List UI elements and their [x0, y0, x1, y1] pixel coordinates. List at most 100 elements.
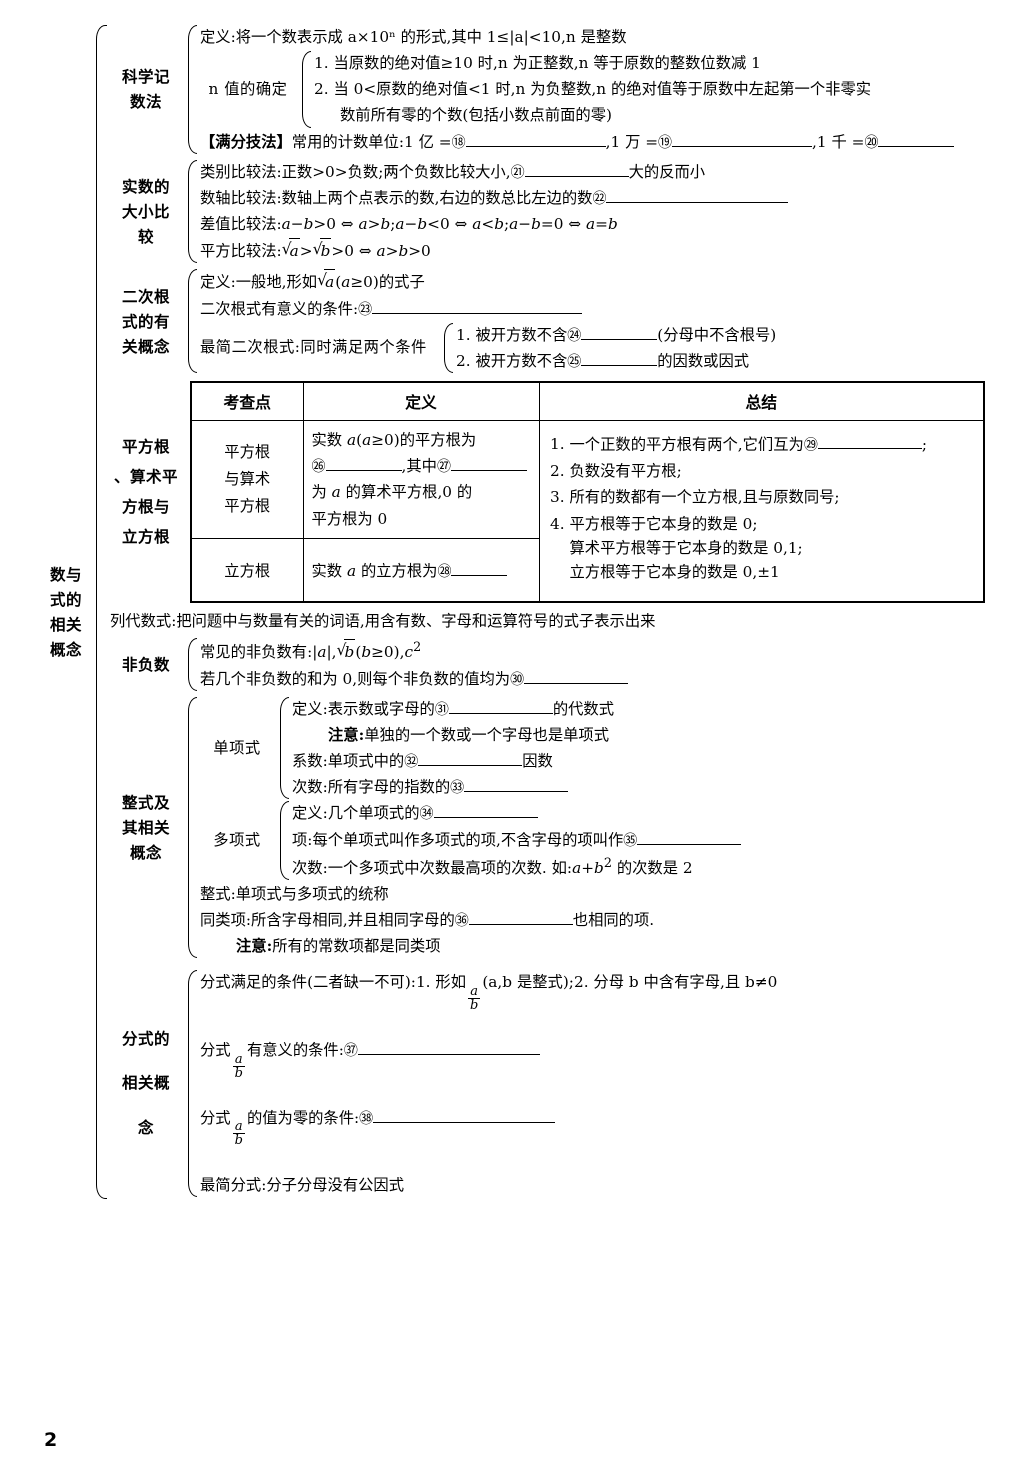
radical-condition-text: 二次根式有意义的条件: [200, 299, 359, 318]
summary-1-text: 一个正数的平方根有两个,它们互为 [569, 435, 804, 454]
tip-mid-1: ,1 万 = [605, 132, 659, 151]
sq-def-line3: 为 a 的算术平方根,0 的 [311, 483, 473, 502]
blank-30-num: ㉚ [510, 671, 525, 688]
blank-36[interactable] [468, 909, 573, 926]
monomial-deg-text: 次数:所有字母的指数的 [292, 778, 451, 797]
compare-numberline-text: 数轴比较法:数轴上两个点表示的数,右边的数总比左边的数 [200, 188, 593, 207]
roots-label: 平方根 、算术平 方根与 立方根 [113, 436, 178, 547]
blank-28-num: ㉘ [437, 563, 452, 580]
summary-4-line1: 平方根等于它本身的数是 0; [569, 515, 758, 534]
blank-27-num: ㉗ [436, 459, 451, 476]
cell-point-square-root: 平方根 与算术 平方根 [190, 420, 304, 539]
blank-19[interactable] [672, 130, 813, 147]
radical-label: 二次根 式的有 关概念 [121, 286, 170, 356]
blank-22[interactable] [606, 186, 789, 203]
simplest-item-2-text: 2. 被开方数不含 [456, 351, 568, 370]
blank-30[interactable] [524, 667, 629, 684]
sci-notation-label: 科学记 数法 [121, 67, 170, 112]
root-label: 数与 式的 相关 概念 [49, 565, 82, 660]
integral-definition-line: 整式:单项式与多项式的统称 [200, 884, 389, 903]
polynomial-brace [276, 800, 289, 881]
summary-item-1: 一个正数的平方根有两个,它们互为㉙; [570, 431, 976, 458]
blank-23[interactable] [372, 297, 583, 314]
tip-text: 常用的计数单位:1 亿 = [291, 132, 452, 151]
compare-category-tail: 大的反而小 [628, 162, 706, 181]
fraction-meaning-post: 有意义的条件: [246, 1041, 344, 1060]
root-brace [92, 24, 107, 1200]
blank-34-num: ㉞ [419, 806, 434, 823]
polynomial-def-text: 定义:几个单项式的 [292, 804, 420, 823]
blank-29[interactable] [817, 433, 922, 450]
blank-20-num: ⑳ [864, 134, 879, 151]
roots-table: 考查点 定义 总结 平方根 与算术 平方根 实数 a(a≥0)的平方根为 [190, 381, 985, 604]
blank-34[interactable] [433, 802, 538, 819]
n-rule-2-cont: 数前所有零的个数(包括小数点前面的零) [340, 106, 612, 125]
blank-37-num: ㊲ [343, 1043, 358, 1060]
monomial-label: 单项式 [213, 738, 261, 757]
sq-def-line1: 实数 a(a≥0)的平方根为 [311, 431, 477, 450]
blank-31[interactable] [448, 697, 553, 714]
cell-summary: 一个正数的平方根有两个,它们互为㉙; 负数没有平方根; 所有的数都有一个立方根,… [538, 420, 985, 603]
sci-notation-n-group: n 值的确定 1. 当原数的绝对值≥10 时,n 为正整数,n 等于原数的整数位… [200, 50, 985, 129]
polynomial-terms: 项:每个单项式叫作多项式的项,不含字母的项叫作㉟ [292, 827, 985, 853]
blank-27[interactable] [450, 455, 527, 472]
tip-tag: 【满分技法】 [200, 132, 292, 151]
blank-37[interactable] [357, 1039, 540, 1056]
blank-28[interactable] [451, 559, 508, 576]
nonnegative-label: 非负数 [121, 654, 170, 674]
blank-18[interactable] [465, 130, 606, 147]
blank-26-num: ㉖ [311, 459, 326, 476]
compare-row-difference: 差值比较法:a−b>0 ⇔ a>b;a−b<0 ⇔ a<b;a−b=0 ⇔ a=… [200, 215, 618, 234]
cell-definition-cube-root: 实数 a 的立方根为㉘ [302, 537, 540, 603]
nonnegative-brace [184, 637, 197, 692]
nonnegative-common: 常见的非负数有:|a|,b(b≥0),c2 [200, 637, 985, 665]
sq-def-line4: 平方根为 0 [311, 509, 388, 528]
blank-19-num: ⑲ [658, 134, 673, 151]
blank-26[interactable] [325, 455, 402, 472]
root-section: 数与 式的 相关 概念 科学记 数法 定义:将一个数表示成 a×10ⁿ 的形式,… [42, 24, 985, 1200]
blank-21[interactable] [524, 160, 629, 177]
blank-38[interactable] [373, 1106, 556, 1123]
monomial-coef-text: 系数:单项式中的 [292, 752, 405, 771]
comparison-brace [184, 159, 197, 265]
polynomial-term-text: 项:每个单项式叫作多项式的项,不含字母的项叫作 [292, 830, 624, 849]
monomial-note-tag: 注意: [328, 725, 365, 744]
blank-31-num: ㉛ [434, 701, 449, 718]
fraction-brace [184, 969, 197, 1198]
blank-18-num: ⑱ [451, 134, 466, 151]
blank-35[interactable] [637, 828, 742, 845]
radical-brace [184, 268, 197, 374]
blank-20[interactable] [878, 130, 955, 147]
cube-def-text: 实数 a 的立方根为 [311, 561, 438, 580]
blank-32[interactable] [418, 750, 523, 767]
blank-33[interactable] [464, 776, 569, 793]
tip-mid-2: ,1 千 = [812, 132, 865, 151]
n-rule-2: 2. 当 0<原数的绝对值<1 时,n 为负整数,n 的绝对值等于原数中左起第一… [314, 80, 872, 99]
monomial-note-text: 单独的一个数或一个字母也是单项式 [364, 725, 610, 744]
blank-29-num: ㉙ [803, 437, 818, 454]
like-terms-tail: 也相同的项. [572, 911, 655, 930]
comparison-label: 实数的 大小比 较 [121, 176, 170, 247]
summary-item-3: 所有的数都有一个立方根,且与原数同号; [570, 485, 976, 512]
blank-25[interactable] [581, 349, 658, 366]
algebraic-expression-line: 列代数式:把问题中与数量有关的词语,用含有数、字母和运算符号的式子表示出来 [110, 612, 656, 631]
fraction-cond-tail: (a,b 是整式);2. 分母 b 中含有字母,且 b≠0 [482, 973, 778, 992]
header-summary: 总结 [538, 381, 985, 422]
blank-32-num: ㉜ [404, 754, 419, 771]
cell-definition-square-root: 实数 a(a≥0)的平方根为 ㉖,其中㉗ 为 a 的算术平方根,0 的 平方根为… [302, 420, 540, 539]
table-row: 平方根 与算术 平方根 实数 a(a≥0)的平方根为 ㉖,其中㉗ [190, 420, 985, 603]
blank-24[interactable] [581, 323, 658, 340]
monomial-coef-tail: 因数 [522, 752, 553, 771]
fraction-label: 分式的 相关概 念 [121, 1028, 170, 1138]
integral-label: 整式及 其相关 概念 [121, 792, 170, 863]
monomial-brace [276, 696, 289, 801]
nonnegative-sum-text: 若几个非负数的和为 0,则每个非负数的值均为 [200, 669, 511, 688]
